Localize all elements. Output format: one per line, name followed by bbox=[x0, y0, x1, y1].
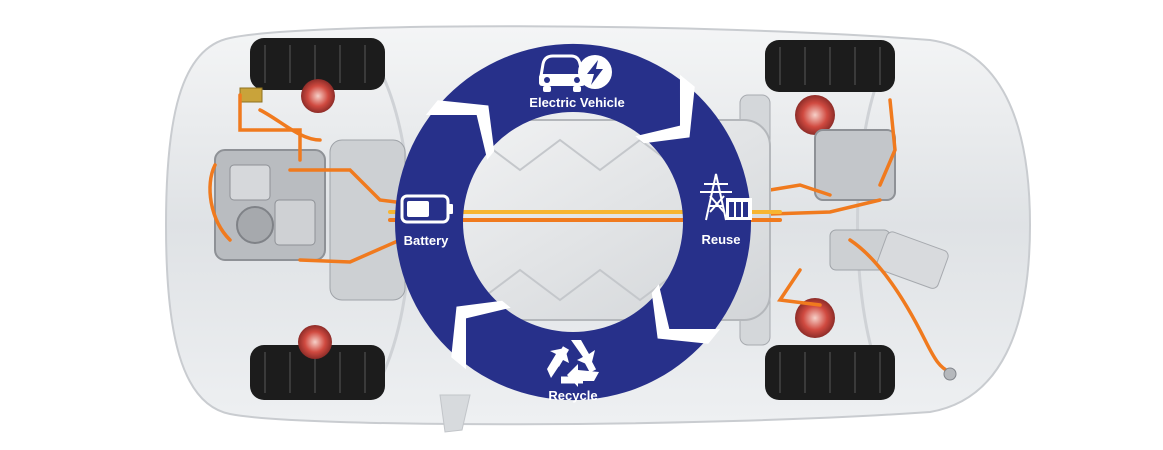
power-tower-battery-storage-icon bbox=[700, 173, 752, 221]
stage-label-recycle: Recycle bbox=[548, 388, 597, 403]
recycle-icon bbox=[547, 340, 599, 387]
arrow-gap-recycle-to-battery bbox=[451, 300, 511, 370]
stage-label-electric-vehicle: Electric Vehicle bbox=[529, 95, 624, 110]
car-chassis-illustration bbox=[164, 25, 1032, 433]
arrow-gap-ev-to-reuse bbox=[635, 74, 695, 144]
rear-motor-unit bbox=[814, 129, 896, 201]
brake-rear-right bbox=[795, 298, 835, 338]
arrow-gap-reuse-to-recycle bbox=[651, 284, 721, 344]
car-rear-window-outline bbox=[856, 74, 882, 376]
brake-rear-left bbox=[795, 95, 835, 135]
battery-lifecycle-ring bbox=[394, 43, 751, 401]
brake-front-right bbox=[298, 325, 332, 359]
side-mirror bbox=[439, 394, 471, 433]
tire-front-right bbox=[250, 345, 385, 400]
brake-front-left bbox=[301, 79, 335, 113]
arrow-gap-battery-to-ev bbox=[425, 100, 495, 160]
electric-car-icon bbox=[539, 54, 612, 92]
stage-label-battery: Battery bbox=[404, 233, 450, 248]
stage-label-reuse: Reuse bbox=[701, 232, 740, 247]
battery-icon bbox=[400, 194, 453, 224]
tire-front-left bbox=[250, 38, 385, 90]
high-voltage-wiring bbox=[208, 93, 952, 374]
